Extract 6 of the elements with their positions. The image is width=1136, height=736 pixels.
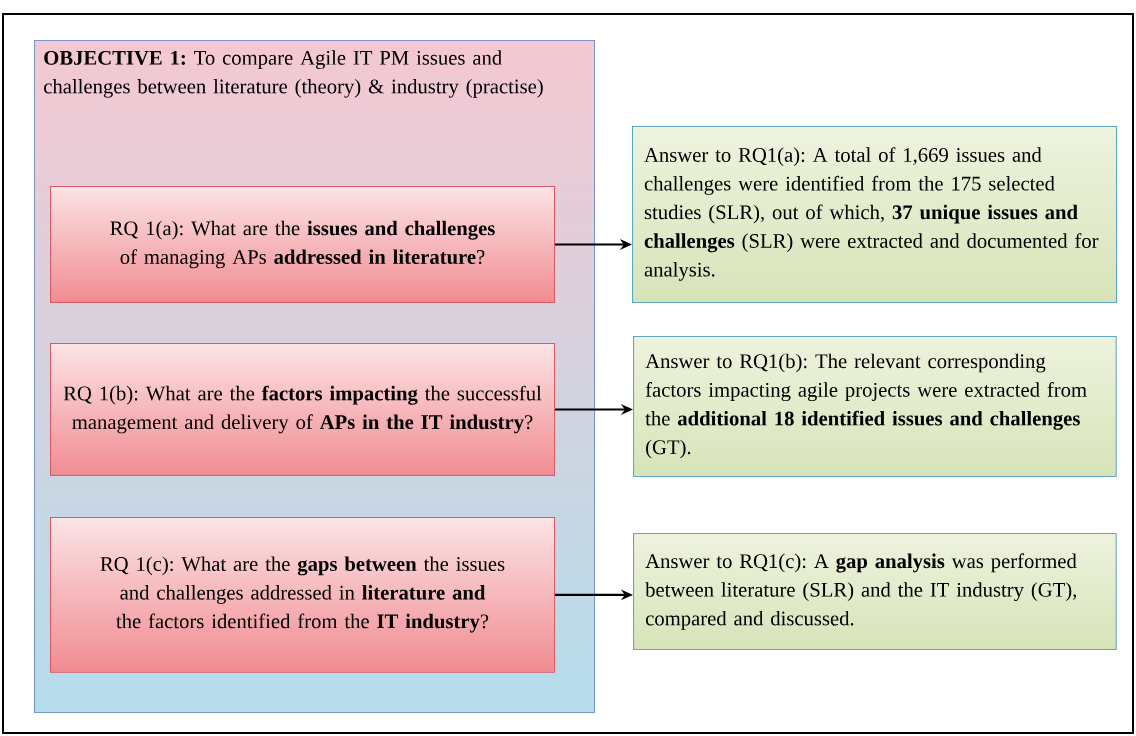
question-box: RQ 1(c): What are the gaps between the issues and challenges addressed in literature and the factors identified from the IT industry? (50, 517, 556, 673)
question-box: RQ 1(a): What are the issues and challenges of managing APs addressed in literature? (50, 186, 556, 304)
answer-box: Answer to RQ1(a): A total of 1,669 issues and challenges were identified from the 175 selected studies (SLR), out of which, 37 unique issues and challenges (SLR) were extracted and documented for analysis. (632, 126, 1118, 304)
question-box: RQ 1(b): What are the factors impacting the successful management and delivery of APs in the IT industry? (50, 343, 556, 477)
answer-box: Answer to RQ1(c): A gap analysis was performed between literature (SLR) and the IT industry (GT), compared and discussed. (633, 533, 1117, 651)
answer-box: Answer to RQ1(b): The relevant corresponding factors impacting agile projects were extracted from the additional 18 identified issues and challenges (GT). (633, 336, 1117, 478)
